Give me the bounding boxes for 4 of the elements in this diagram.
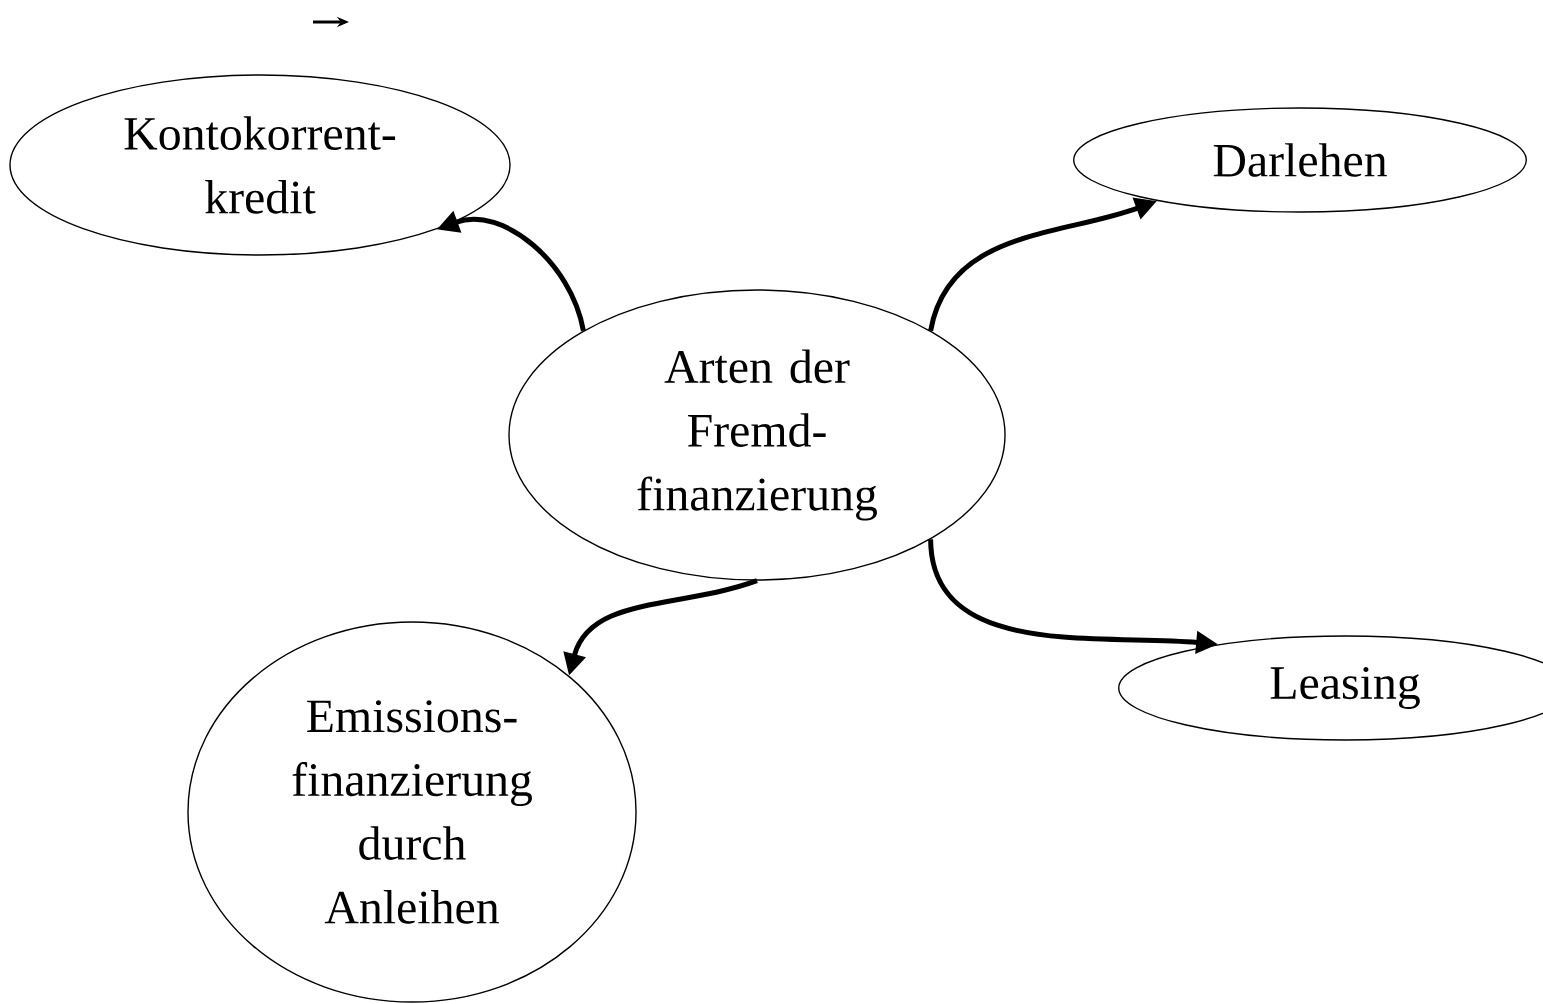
ellipse-node: Kontokorrent- kredit [9,74,511,256]
ellipse-node: Emissions- finanzierung durch Anleihen [187,621,637,1003]
ellipse-node: Arten der Fremd- finanzierung [508,289,1006,581]
ellipse-node: Darlehen [1073,107,1527,213]
